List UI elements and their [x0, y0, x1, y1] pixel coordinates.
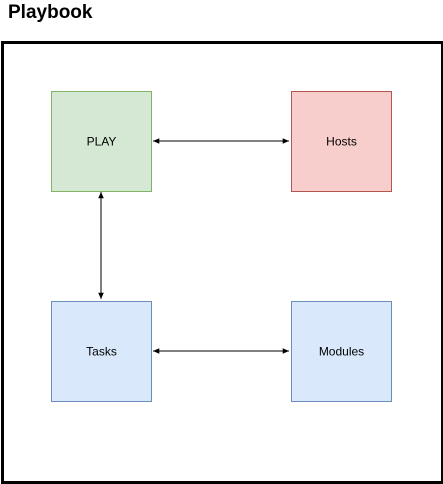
node-tasks-box: [51, 301, 152, 402]
node-play-label: PLAY: [87, 135, 117, 149]
node-modules-label: Modules: [319, 345, 364, 359]
node-hosts-box: [291, 91, 392, 192]
node-tasks-label: Tasks: [86, 345, 117, 359]
node-hosts[interactable]: Hosts: [291, 91, 392, 192]
node-play[interactable]: PLAY: [51, 91, 152, 192]
diagram-title: Playbook: [8, 2, 93, 23]
node-hosts-label: Hosts: [326, 135, 357, 149]
node-tasks[interactable]: Tasks: [51, 301, 152, 402]
node-modules[interactable]: Modules: [291, 301, 392, 402]
node-play-box: [51, 91, 152, 192]
node-modules-box: [291, 301, 392, 402]
